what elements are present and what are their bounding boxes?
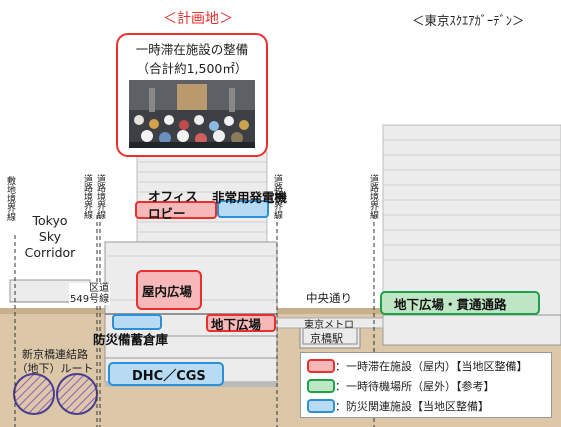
legend-item-red: ：一時滞在施設（屋内）【当地区整備】 (335, 360, 528, 373)
neighbor-label: ＜東京ｽｸｴｱｶﾞｰﾃﾞﾝ＞ (412, 13, 525, 28)
callout-title: 一時滞在施設の整備 (135, 42, 249, 57)
indoor-plaza-box (136, 270, 202, 310)
office-lobby-box (135, 201, 217, 219)
legend: ：一時滞在施設（屋内）【当地区整備】 ：一時待機場所（屋外）【参考】 ：防災関連… (300, 352, 552, 418)
ward-road-line1: 区道 (89, 283, 110, 294)
plan-site-label: ＜計画地＞ (163, 11, 233, 27)
chuo-dori-label: 中央通り (306, 291, 352, 305)
underground-plaza-label: 地下広場 (211, 317, 262, 332)
event-photo (129, 80, 255, 148)
road-boundary-label-2: 道路境界線 (95, 174, 105, 219)
dhc-cgs-box (108, 362, 224, 386)
underground-passage-box (380, 291, 540, 315)
disaster-storage-box (112, 314, 162, 330)
road-boundary-label-1: 道路境界線 (82, 174, 92, 219)
dhc-cgs-label: DHC／CGS (132, 369, 206, 384)
disaster-storage-label: 防災備蓄倉庫 (93, 332, 169, 347)
legend-swatch-blue (307, 399, 335, 413)
legend-swatch-green (307, 379, 335, 393)
ward-road-line2: 549号線 (70, 294, 110, 305)
indoor-plaza-label: 屋内広場 (142, 284, 193, 299)
site-boundary-label: 敷地境界線 (5, 176, 15, 221)
road-boundary-label-3: 道路境界線 (272, 174, 282, 219)
generator-label: 非常用発電機 (212, 190, 288, 205)
tokyo-sky-corridor-label: Tokyo Sky Corridor (24, 213, 76, 260)
generator-box (217, 200, 269, 218)
tower-upper (136, 151, 268, 243)
legend-swatch-red (307, 359, 335, 373)
legend-item-blue: ：防災関連施設【当地区整備】 (335, 400, 489, 413)
ward-road-label: 区道 549号線 (69, 283, 111, 305)
underground-passage-label: 地下広場・貫通通路 (394, 297, 507, 312)
ground-surface (0, 308, 561, 314)
neighbor-building (382, 124, 561, 346)
tokyo-metro-label: 東京メトロ (304, 320, 354, 331)
boundary-lines (14, 215, 375, 427)
road-boundary-label-4: 道路境界線 (368, 174, 378, 219)
legend-item-green: ：一時待機場所（屋外）【参考】 (335, 380, 495, 393)
tunnel-route-label: 新京橋連結路 （地下）ルート (16, 348, 94, 375)
underground-plaza-box (206, 314, 276, 332)
tunnel-circles (13, 373, 98, 415)
callout-box: 一時滞在施設の整備 （合計約1,500㎡） (116, 33, 268, 157)
kyobashi-station-label: 京橋駅 (310, 332, 343, 345)
office-lobby-label: オフィス ロビー (148, 189, 198, 221)
callout-subtitle: （合計約1,500㎡） (136, 61, 248, 76)
